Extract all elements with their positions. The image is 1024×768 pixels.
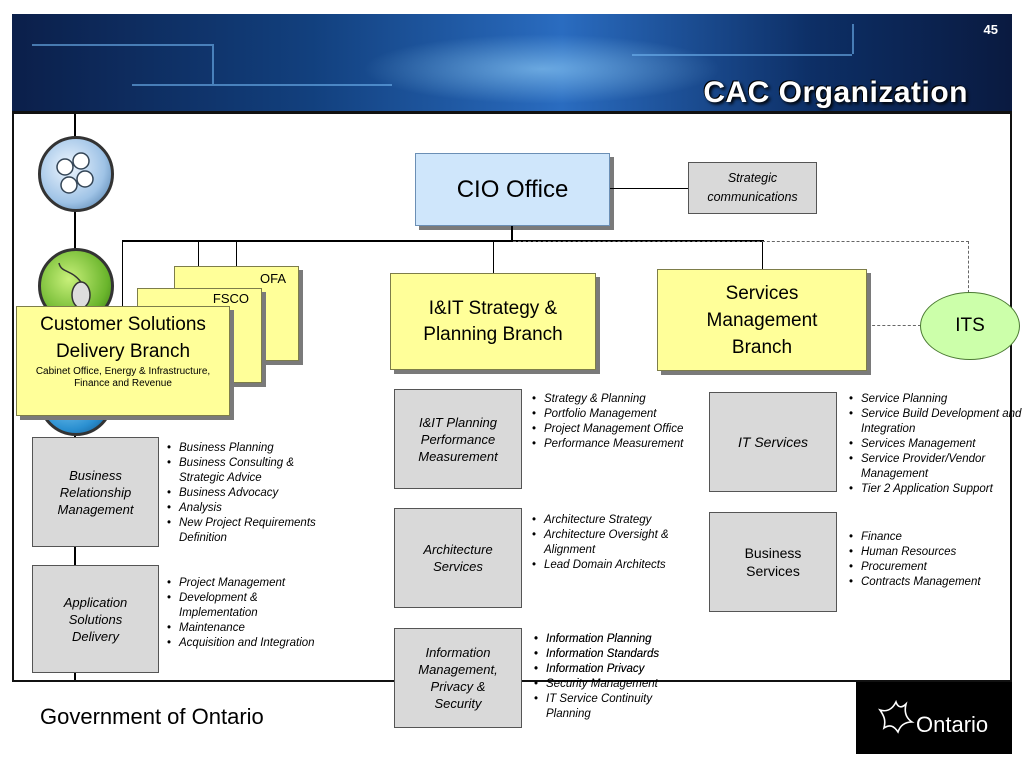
unit-name: Business Relationship Management xyxy=(57,467,134,517)
application-solutions-list: Project Management Development & Impleme… xyxy=(165,576,319,651)
list-item: Lead Domain Architects xyxy=(532,558,686,573)
business-services-box: Business Services xyxy=(709,512,837,612)
strategy-planning-branch-box: I&IT Strategy & Planning Branch xyxy=(390,273,596,370)
ontario-logo-block: Ontario xyxy=(856,682,1012,754)
unit-name: Information Management, Privacy & Securi… xyxy=(418,645,498,711)
unit-name: I&IT Planning Performance Measurement xyxy=(418,414,498,464)
list-item: Project Management xyxy=(167,576,319,591)
list-item: Project Management Office xyxy=(532,422,684,437)
connector xyxy=(610,188,688,189)
strategic-communications-box: Strategic communications xyxy=(688,162,817,214)
strategy-planning-branch-label: I&IT Strategy & Planning Branch xyxy=(423,297,563,345)
page-title: CAC Organization xyxy=(703,76,968,109)
government-of-ontario-label: Government of Ontario xyxy=(40,704,264,729)
list-item: Service Planning xyxy=(849,392,1024,407)
connector xyxy=(122,240,764,242)
business-relationship-management-box: Business Relationship Management xyxy=(32,437,159,547)
circuit-trace xyxy=(212,44,214,84)
list-item: Service Build Development and Integratio… xyxy=(849,407,1024,437)
list-item: Portfolio Management xyxy=(532,407,684,422)
unit-name: Architecture Services xyxy=(423,542,493,574)
list-item: Information Planning xyxy=(534,632,688,647)
list-item: Service Provider/Vendor Management xyxy=(849,452,1024,482)
list-item: Services Management xyxy=(849,437,1024,452)
fsco-label: FSCO xyxy=(212,291,249,306)
services-management-branch-label: Services Management Branch xyxy=(706,282,818,358)
dashed-connector xyxy=(867,325,921,326)
application-solutions-delivery-box: Application Solutions Delivery xyxy=(32,565,159,673)
business-relationship-list: Business Planning Business Consulting & … xyxy=(165,441,319,546)
list-item: Strategy & Planning xyxy=(532,392,684,407)
list-item: Procurement xyxy=(849,560,1011,575)
page-number: 45 xyxy=(983,22,998,37)
list-item: Contracts Management xyxy=(849,575,1011,590)
list-item: IT Service Continuity Planning xyxy=(534,692,688,722)
list-item: Security Management xyxy=(534,677,688,692)
list-item: Finance xyxy=(849,530,1011,545)
services-management-branch-box: Services Management Branch xyxy=(657,269,867,371)
architecture-services-box: Architecture Services xyxy=(394,508,522,608)
list-item: Information Privacy xyxy=(534,662,688,677)
cio-office-label: CIO Office xyxy=(456,175,569,203)
it-services-list: Service Planning Service Build Developme… xyxy=(847,392,1024,497)
list-item: New Project Requirements Definition xyxy=(167,516,319,546)
information-management-box-overlay: Information Management, Privacy & Securi… xyxy=(394,628,522,728)
customer-solutions-delivery-box: Customer Solutions Delivery Branch Cabin… xyxy=(16,306,230,416)
business-services-list: Finance Human Resources Procurement Cont… xyxy=(847,530,1011,590)
planning-performance-measurement-box: I&IT Planning Performance Measurement xyxy=(394,389,522,489)
header-banner: 45 CAC Organization xyxy=(12,14,1012,114)
circuit-trace xyxy=(32,44,212,46)
banner-glow xyxy=(362,34,722,104)
dashed-connector xyxy=(968,241,969,293)
connector xyxy=(122,240,123,306)
list-item: Tier 2 Application Support xyxy=(849,482,1024,497)
connector xyxy=(511,226,513,241)
unit-name: Application Solutions Delivery xyxy=(63,594,128,644)
connector xyxy=(493,240,494,273)
it-services-box: IT Services xyxy=(709,392,837,492)
its-oval: ITS xyxy=(920,292,1020,360)
strategic-communications-label: Strategic communications xyxy=(707,171,798,204)
circuit-trace xyxy=(852,24,854,54)
customer-solutions-title: Customer Solutions Delivery Branch xyxy=(40,314,206,362)
architecture-services-list: Architecture Strategy Architecture Overs… xyxy=(530,513,686,573)
list-item: Human Resources xyxy=(849,545,1011,560)
list-item: Business Planning xyxy=(167,441,319,456)
list-item: Maintenance xyxy=(167,621,319,636)
ontario-wordmark: Ontario xyxy=(916,712,989,737)
list-item: Architecture Oversight & Alignment xyxy=(532,528,686,558)
circuit-trace xyxy=(132,84,392,86)
customer-solutions-subtitle: Cabinet Office, Energy & Infrastructure,… xyxy=(35,366,211,389)
list-item: Analysis xyxy=(167,501,319,516)
list-item: Business Consulting & Strategic Advice xyxy=(167,456,319,486)
circuit-trace xyxy=(632,54,852,56)
its-label: ITS xyxy=(955,315,985,336)
planning-performance-list: Strategy & Planning Portfolio Management… xyxy=(530,392,684,452)
list-item: Development & Implementation xyxy=(167,591,319,621)
ontario-trillium-logo xyxy=(878,699,915,734)
ofa-label: OFA xyxy=(259,271,286,286)
list-item: Business Advocacy xyxy=(167,486,319,501)
connector xyxy=(762,240,763,269)
list-item: Information Standards xyxy=(534,647,688,662)
unit-name: Business Services xyxy=(744,545,802,579)
connector xyxy=(236,240,237,266)
list-item: Acquisition and Integration xyxy=(167,636,319,651)
connector xyxy=(198,240,199,288)
information-management-list-overlay: Information Planning Information Standar… xyxy=(532,632,688,722)
list-item: Architecture Strategy xyxy=(532,513,686,528)
keyboard-icon xyxy=(38,136,114,212)
list-item: Performance Measurement xyxy=(532,437,684,452)
unit-name: IT Services xyxy=(737,434,808,450)
dashed-connector xyxy=(513,241,969,242)
cio-office-box: CIO Office xyxy=(415,153,610,226)
